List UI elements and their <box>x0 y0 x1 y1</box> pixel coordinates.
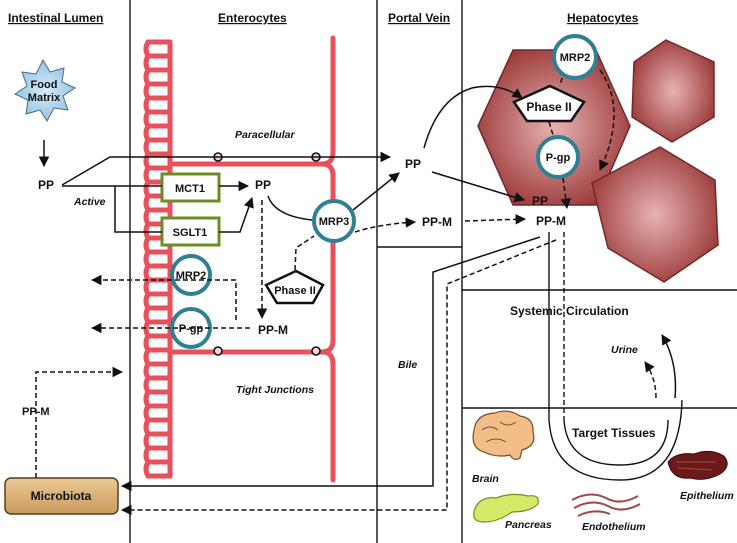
food-matrix: Food Matrix <box>13 58 77 122</box>
circulation-vessels <box>548 232 683 481</box>
microbiota-box: Microbiota <box>4 477 119 515</box>
portal-pp: PP <box>405 157 421 171</box>
brain-illustration: Brain <box>472 410 535 485</box>
mrp3-transporter: MRP3 <box>312 199 356 243</box>
active-label: Active <box>73 196 106 208</box>
basolateral-membrane <box>212 35 336 483</box>
food-matrix-label-1: Food <box>31 79 58 91</box>
liver-pp-m: PP-M <box>536 214 566 228</box>
liver-pp: PP <box>532 194 548 208</box>
mrp2-hepatocyte-label: MRP2 <box>560 52 591 64</box>
header-enterocytes: Enterocytes <box>218 11 287 25</box>
sglt1-label: SGLT1 <box>173 227 208 239</box>
microvilli-brush-border <box>143 39 173 479</box>
mrp2-hepatocyte: MRP2 <box>552 34 598 80</box>
lumen-pp: PP <box>38 178 54 192</box>
epithelium-illustration: Epithelium <box>667 450 734 502</box>
tight-junctions-label: Tight Junctions <box>236 384 314 396</box>
mct1-label: MCT1 <box>175 183 205 195</box>
enterocyte-membrane <box>143 35 336 483</box>
header-portal-vein: Portal Vein <box>388 11 450 25</box>
enterocyte-pp: PP <box>255 178 271 192</box>
urine-label: Urine <box>611 344 638 356</box>
dashed-arrows <box>35 69 657 516</box>
pgp-hepatocyte: P-gp <box>536 135 580 179</box>
header-hepatocytes: Hepatocytes <box>567 11 639 25</box>
endothelium-label: Endothelium <box>582 521 646 533</box>
pgp-enterocyte-label: P-gp <box>179 323 204 335</box>
header-intestinal-lumen: Intestinal Lumen <box>8 11 103 25</box>
endothelium-illustration: Endothelium <box>571 493 646 533</box>
systemic-circulation-title: Systemic Circulation <box>510 304 629 318</box>
mrp3-label: MRP3 <box>319 216 350 228</box>
brain-label: Brain <box>472 473 499 485</box>
sglt1-transporter: SGLT1 <box>160 216 221 247</box>
solid-arrows <box>38 85 677 492</box>
target-tissues-title: Target Tissues <box>572 426 656 440</box>
epithelium-label: Epithelium <box>680 490 734 502</box>
portal-pp-m: PP-M <box>422 215 452 229</box>
hepatocyte-top-right <box>631 39 715 143</box>
hepatocyte-bottom-right <box>591 146 719 283</box>
pancreas-illustration: Pancreas <box>473 493 552 531</box>
phase2-enterocyte: Phase II <box>264 269 325 305</box>
enterocyte-pp-m: PP-M <box>258 323 288 337</box>
mrp2-enterocyte: MRP2 <box>170 254 212 296</box>
bile-label: Bile <box>398 359 417 371</box>
phase2-hepatocyte: Phase II <box>512 84 586 123</box>
column-dividers <box>129 0 737 543</box>
paracellular-label: Paracellular <box>235 129 295 141</box>
microbiota-label: Microbiota <box>31 489 92 503</box>
mrp2-enterocyte-label: MRP2 <box>176 270 207 282</box>
food-matrix-label-2: Matrix <box>28 92 61 104</box>
mct1-transporter: MCT1 <box>160 172 221 203</box>
pgp-hepatocyte-label: P-gp <box>546 152 571 164</box>
phase2-hepatocyte-label: Phase II <box>526 100 571 114</box>
phase2-enterocyte-label: Phase II <box>274 285 316 297</box>
pancreas-label: Pancreas <box>505 519 552 531</box>
